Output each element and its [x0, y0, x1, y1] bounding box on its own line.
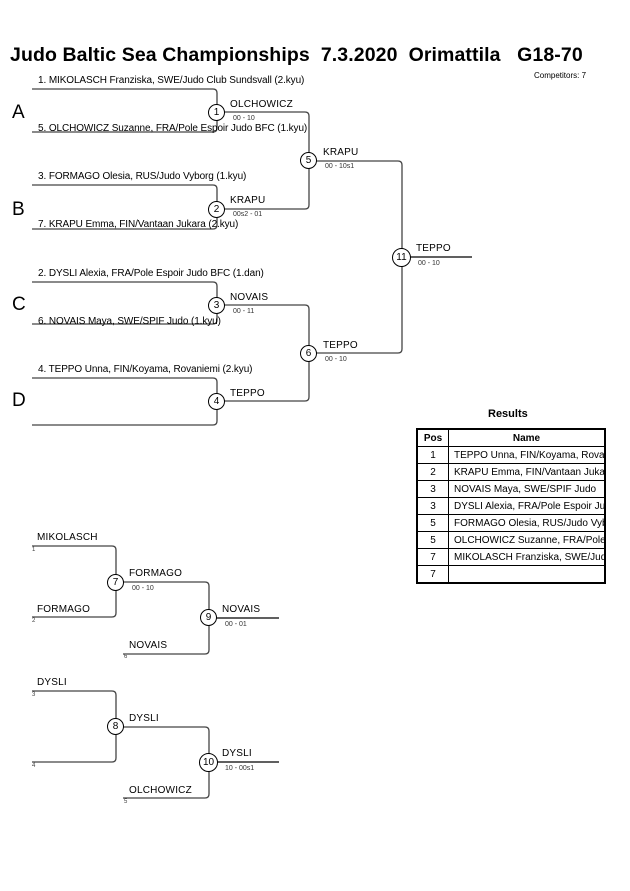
- result-pos: 7: [416, 548, 449, 566]
- pool-label-d: D: [12, 390, 26, 411]
- entry-krapu: 7. KRAPU Emma, FIN/Vantaan Jukara (2.kyu…: [38, 219, 239, 230]
- result-name: [448, 565, 606, 584]
- rep1-late-seed: 6: [124, 654, 128, 660]
- result-pos: 5: [416, 531, 449, 549]
- match-7-winner: FORMAGO: [129, 568, 183, 579]
- line-m5-to-m11: [316, 160, 403, 354]
- result-name: FORMAGO Olesia, RUS/Judo Vyborg: [448, 514, 606, 532]
- table-row: 7: [416, 565, 606, 584]
- entry-teppo: 4. TEPPO Unna, FIN/Koyama, Rovaniemi (2.…: [38, 364, 253, 375]
- match-9-circle[interactable]: 9: [200, 609, 217, 626]
- match-1-score: 00 - 10: [233, 115, 255, 122]
- match-3-circle[interactable]: 3: [208, 297, 225, 314]
- match-5-score: 00 - 10s1: [325, 163, 355, 170]
- match-2-circle[interactable]: 2: [208, 201, 225, 218]
- result-pos: 3: [416, 497, 449, 515]
- match-7-score: 00 - 10: [132, 585, 154, 592]
- result-pos: 2: [416, 463, 449, 481]
- line-rep2-m8: [32, 690, 117, 763]
- match-10-winner: DYSLI: [222, 748, 252, 759]
- entry-mikolasch: 1. MIKOLASCH Franziska, SWE/Judo Club Su…: [38, 75, 305, 86]
- result-pos: 7: [416, 565, 449, 584]
- rep2-top-seed: 3: [32, 692, 36, 698]
- match-8-circle[interactable]: 8: [107, 718, 124, 735]
- match-10-score: 10 - 00s1: [225, 765, 255, 772]
- match-4-winner: TEPPO: [230, 388, 265, 399]
- rep2-late-seed: 5: [124, 799, 128, 805]
- match-8-winner: DYSLI: [129, 713, 159, 724]
- line-m3-to-m6: [224, 304, 310, 402]
- match-4-circle[interactable]: 4: [208, 393, 225, 410]
- results-header-name: Name: [448, 428, 606, 447]
- result-pos: 5: [416, 514, 449, 532]
- match-6-winner: TEPPO: [323, 340, 358, 351]
- result-pos: 3: [416, 480, 449, 498]
- match-2-score: 00s2 - 01: [233, 211, 263, 218]
- match-11-score: 00 - 10: [418, 260, 440, 267]
- match-1-circle[interactable]: 1: [208, 104, 225, 121]
- rep2-top-name: DYSLI: [37, 677, 67, 688]
- rep1-top-seed: 1: [32, 547, 36, 553]
- result-name: OLCHOWICZ Suzanne, FRA/Pole Espoir: [448, 531, 606, 549]
- rep1-top-name: MIKOLASCH: [37, 532, 98, 543]
- entry-olchowicz: 5. OLCHOWICZ Suzanne, FRA/Pole Espoir Ju…: [38, 123, 308, 134]
- match-3-score: 00 - 11: [233, 308, 255, 315]
- rep2-bottom-seed: 4: [32, 763, 36, 769]
- result-name: KRAPU Emma, FIN/Vantaan Jukara: [448, 463, 606, 481]
- rep1-bottom-name: FORMAGO: [37, 604, 91, 615]
- rep1-late-name: NOVAIS: [129, 640, 168, 651]
- results-title: Results: [488, 408, 528, 420]
- pool-label-b: B: [12, 199, 25, 220]
- line-pool-d: [32, 377, 218, 426]
- match-9-score: 00 - 01: [225, 621, 247, 628]
- rep1-bottom-seed: 2: [32, 618, 36, 624]
- match-1-winner: OLCHOWICZ: [230, 99, 293, 110]
- match-5-winner: KRAPU: [323, 147, 359, 158]
- rep2-late-name: OLCHOWICZ: [129, 785, 192, 796]
- result-name: DYSLI Alexia, FRA/Pole Espoir Judo: [448, 497, 606, 515]
- match-3-winner: NOVAIS: [230, 292, 269, 303]
- match-7-circle[interactable]: 7: [107, 574, 124, 591]
- match-5-circle[interactable]: 5: [300, 152, 317, 169]
- entry-novais: 6. NOVAIS Maya, SWE/SPIF Judo (1.kyu): [38, 316, 221, 327]
- result-name: MIKOLASCH Franziska, SWE/Judo Club: [448, 548, 606, 566]
- result-name: NOVAIS Maya, SWE/SPIF Judo: [448, 480, 606, 498]
- competitors-count: Competitors: 7: [534, 71, 587, 80]
- match-6-circle[interactable]: 6: [300, 345, 317, 362]
- match-2-winner: KRAPU: [230, 195, 266, 206]
- entry-formago: 3. FORMAGO Olesia, RUS/Judo Vyborg (1.ky…: [38, 171, 247, 182]
- results-header-pos: Pos: [416, 428, 449, 447]
- match-11-circle[interactable]: 11: [392, 248, 411, 267]
- match-9-winner: NOVAIS: [222, 604, 261, 615]
- entry-dysli: 2. DYSLI Alexia, FRA/Pole Espoir Judo BF…: [38, 268, 264, 279]
- results-header-row: Pos Name: [416, 428, 606, 447]
- match-10-circle[interactable]: 10: [199, 753, 218, 772]
- match-6-score: 00 - 10: [325, 356, 347, 363]
- match-11-winner: TEPPO: [416, 243, 451, 254]
- pool-label-c: C: [12, 294, 26, 315]
- result-pos: 1: [416, 446, 449, 464]
- result-name: TEPPO Unna, FIN/Koyama, Rovaniemi: [448, 446, 606, 464]
- page-title: Judo Baltic Sea Championships 7.3.2020 O…: [10, 44, 583, 66]
- pool-label-a: A: [12, 102, 25, 123]
